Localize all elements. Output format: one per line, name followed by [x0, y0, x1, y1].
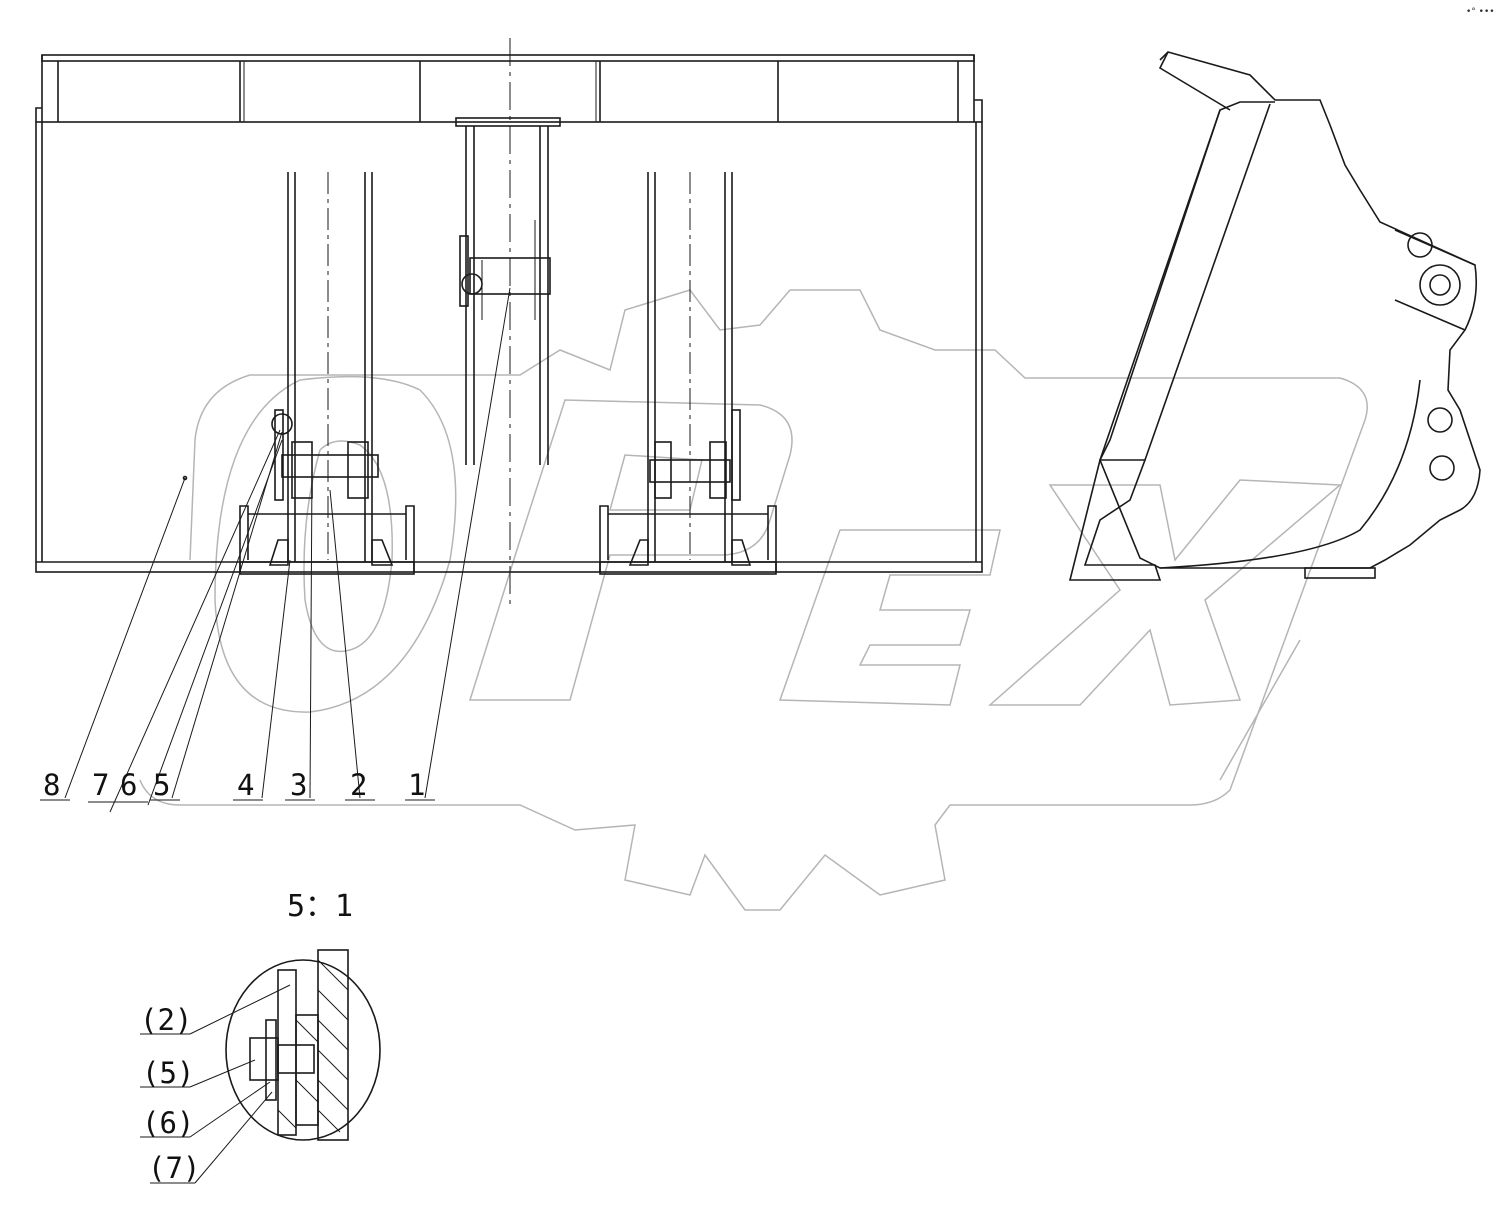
- callout-6: 6: [120, 768, 137, 802]
- opex-watermark-logo: [139, 289, 1368, 911]
- corner-mark: •° •••: [1466, 7, 1494, 17]
- callout-8: 8: [43, 768, 60, 802]
- callout-3: 3: [290, 768, 307, 802]
- detail-callout-6: (6): [142, 1106, 194, 1140]
- detail-callout-5: (5): [142, 1056, 194, 1090]
- detail-callout-7: (7): [148, 1151, 200, 1185]
- detail-callout-2: (2): [140, 1003, 192, 1037]
- bucket-side-view: [1068, 51, 1481, 581]
- detail-scale-label: 5：1: [287, 889, 353, 924]
- bucket-front-view: [35, 38, 983, 610]
- callout-5: 5: [153, 768, 170, 802]
- callout-labels: 8 7 6 5 4 3 2 1: [43, 768, 425, 802]
- detail-section: [249, 949, 349, 1141]
- callout-1: 1: [408, 768, 425, 802]
- callout-2: 2: [350, 768, 367, 802]
- detail-view: 5：1 (2) (5) (6) (7): [140, 889, 381, 1185]
- callout-7: 7: [92, 768, 109, 802]
- callout-4: 4: [237, 768, 254, 802]
- callout-leaders: [40, 287, 511, 813]
